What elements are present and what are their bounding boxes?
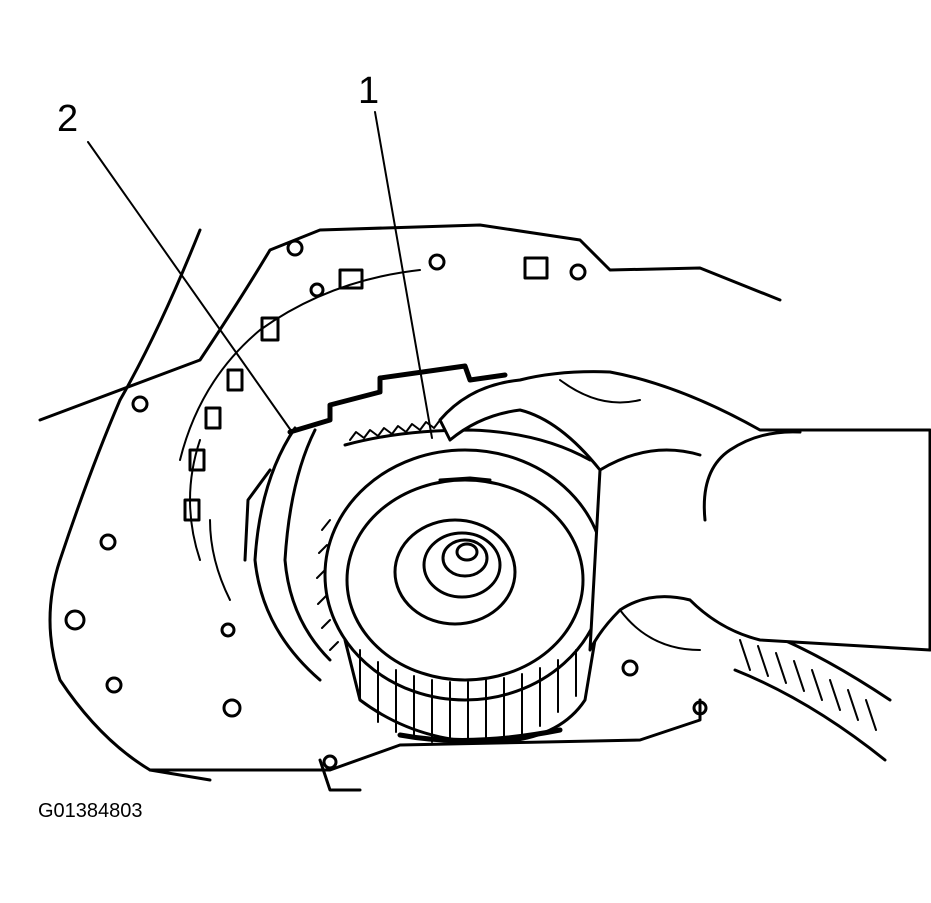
callout-label-2: 2 — [57, 98, 79, 140]
callout-leaders — [87, 111, 433, 439]
leader-line-2 — [87, 141, 293, 433]
leader-line-1 — [374, 111, 433, 439]
callout-label-1: 1 — [358, 70, 380, 112]
figure-id: G01384803 — [38, 800, 143, 822]
reaction-drum — [243, 363, 508, 682]
hand — [438, 370, 931, 652]
splined-gear — [343, 638, 597, 744]
transmission-case — [38, 223, 782, 792]
clutch-housing — [316, 415, 607, 702]
